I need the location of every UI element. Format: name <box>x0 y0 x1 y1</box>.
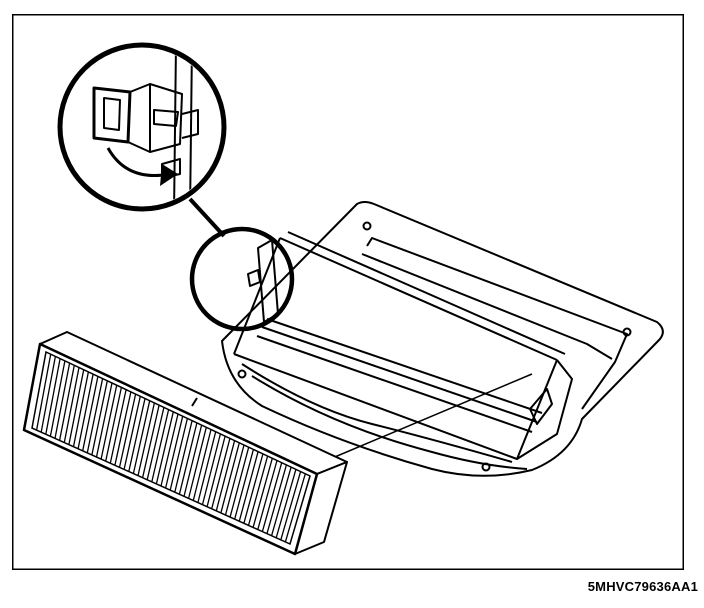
filter-pleat-line <box>164 416 184 489</box>
filter-pleated-face <box>22 342 319 556</box>
diagram-frame <box>12 14 684 570</box>
filter-pleat-line <box>270 466 292 536</box>
filter-pleat-line <box>220 442 240 514</box>
filter-pleat-line <box>54 362 71 439</box>
detail-locator-circle <box>189 226 295 332</box>
filter-pleat-line <box>238 451 259 522</box>
filter-pleat-line <box>183 424 203 497</box>
filter-pleat-line <box>192 429 212 501</box>
filter-pleat-line <box>109 389 127 464</box>
filter-pleat-line <box>77 373 94 449</box>
filter-pleat-line <box>114 391 132 466</box>
filter-pleat-line <box>95 382 113 458</box>
filter-pleat-line <box>141 404 160 478</box>
filter-pleat-line <box>160 413 179 487</box>
filter-pleat-line <box>247 455 269 526</box>
filter-pleat-line <box>215 440 236 512</box>
filter-pleat-line <box>174 420 193 493</box>
filter-pleat-line <box>206 435 226 507</box>
filter-pleat-line <box>275 469 297 538</box>
filter-pleat-line <box>257 460 278 530</box>
filter-pleat-line <box>132 400 151 474</box>
filter-pleat-line <box>35 354 52 431</box>
filter-pleats <box>35 354 306 543</box>
filter-pleat-line <box>151 409 170 483</box>
filter-pleat-line <box>211 438 231 509</box>
filter-pleat-line <box>82 376 99 451</box>
filter-pleat-line <box>234 449 255 520</box>
filter-pleat-line <box>197 431 217 503</box>
filter-pleat-line <box>86 378 104 454</box>
filter-pleat-line <box>68 369 85 445</box>
filter-pleat-line <box>155 411 174 485</box>
filter-pleat-line <box>169 418 189 491</box>
filter-pleat-line <box>201 433 222 505</box>
mounting-holes <box>237 221 632 472</box>
filter-pleat-line <box>261 462 283 532</box>
filter-housing <box>221 201 664 477</box>
filter-pleat-line <box>100 385 118 460</box>
filter-pleat-line <box>40 356 57 433</box>
filter-pleat-line <box>178 422 198 495</box>
filter-pleat-line <box>49 360 66 437</box>
filter-pleat-line <box>58 365 75 441</box>
filter-pleat-line <box>123 396 141 470</box>
filter-pleat-line <box>243 453 264 524</box>
filter-pleat-line <box>137 402 156 476</box>
filter-pleat-line <box>105 387 123 462</box>
cabin-air-filter <box>22 331 348 556</box>
figure-reference-code: 5MHVC79636AA1 <box>587 579 698 594</box>
filter-pleat-line <box>128 398 146 472</box>
housing-flange <box>221 201 664 477</box>
filter-pleat-line <box>63 367 80 443</box>
filter-pleat-line <box>146 407 165 480</box>
filter-pleat-line <box>91 380 108 456</box>
detail-leader-line <box>188 197 226 238</box>
filter-pleat-line <box>280 471 302 541</box>
filter-pleat-line <box>266 464 288 534</box>
filter-pleat-line <box>252 458 273 528</box>
filter-pleat-line <box>118 393 137 468</box>
filter-pleat-line <box>72 371 90 447</box>
filter-pleat-line <box>229 447 250 518</box>
filter-pleat-line <box>45 358 61 435</box>
filter-pleat-line <box>187 427 207 499</box>
filter-pleat-line <box>284 473 306 543</box>
magnified-detail <box>57 42 227 212</box>
filter-pleat-line <box>224 444 245 516</box>
